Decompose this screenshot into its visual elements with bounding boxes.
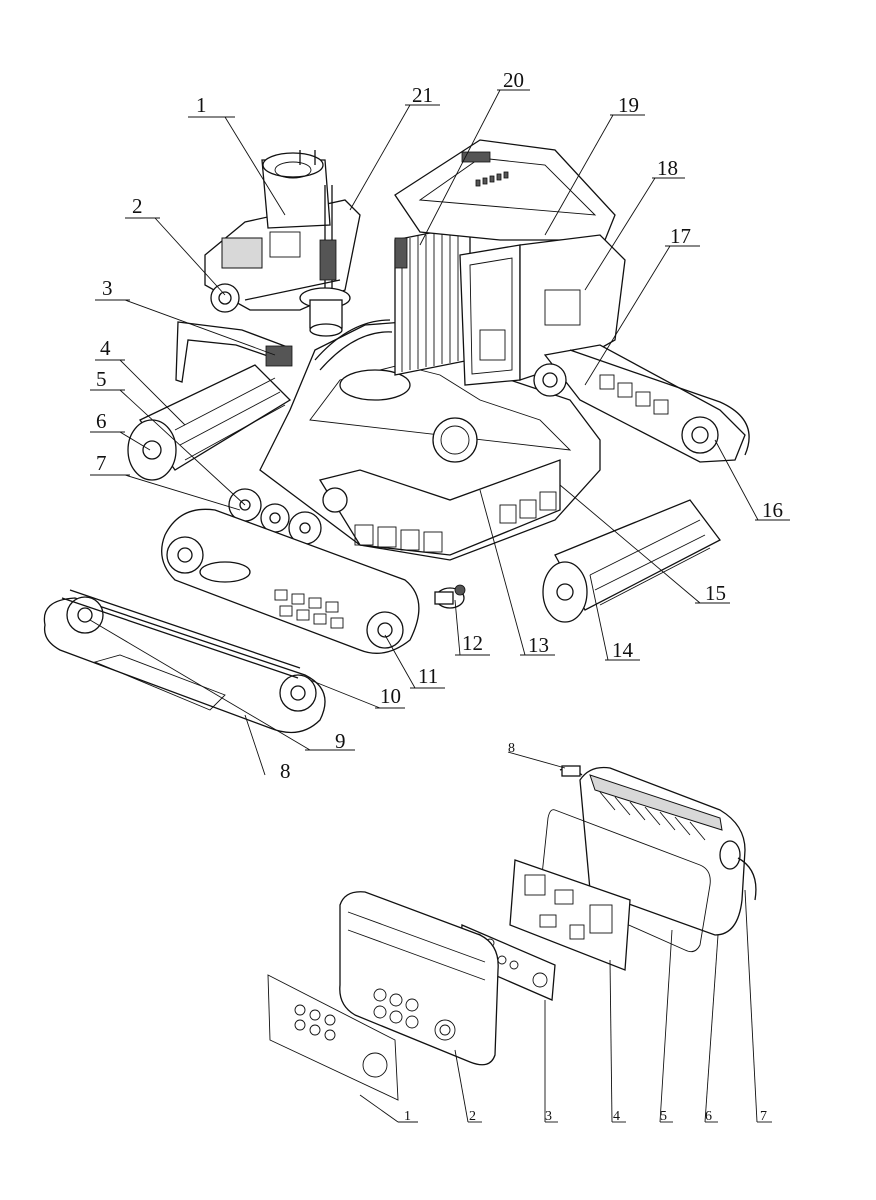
main-body (259, 319, 601, 561)
callout-19: 19 (618, 93, 639, 117)
front-cover (339, 891, 499, 1066)
drive-motor (434, 584, 466, 609)
left-track (43, 589, 326, 734)
lower-callout-7: 7 (760, 1109, 767, 1124)
callout-17: 17 (670, 224, 691, 248)
callout-20: 20 (503, 68, 524, 92)
right-track-assembly (533, 344, 750, 463)
callout-leaders-upper (89, 89, 790, 776)
brush-drive-gear (265, 345, 293, 367)
callout-16: 16 (762, 498, 783, 522)
callout-labels-lower: 1 2 3 4 5 6 7 8 (404, 741, 767, 1124)
impeller-shaft (299, 185, 351, 337)
front-brush-roller (127, 364, 292, 481)
callout-18: 18 (657, 156, 678, 180)
callout-12: 12 (462, 631, 483, 655)
callout-11: 11 (418, 664, 438, 688)
gasket (541, 809, 711, 953)
filter-basket (394, 224, 471, 376)
lower-callout-4: 4 (613, 1109, 620, 1124)
callout-9: 9 (335, 729, 346, 753)
robot-exploded-view: 1 2 3 4 5 6 7 8 9 10 11 12 13 14 15 16 1… (43, 68, 790, 783)
handle-frame (459, 234, 626, 386)
callout-21: 21 (412, 83, 433, 107)
lower-callout-8: 8 (508, 741, 515, 756)
callout-7: 7 (96, 451, 107, 475)
control-box-exploded-view: 1 2 3 4 5 6 7 8 (267, 741, 772, 1124)
callout-14: 14 (612, 638, 634, 662)
lower-callout-5: 5 (660, 1109, 667, 1124)
callout-2: 2 (132, 194, 143, 218)
callout-15: 15 (705, 581, 726, 605)
side-flap (175, 321, 291, 383)
pump-motor-assembly (204, 150, 361, 313)
lower-callout-1: 1 (404, 1109, 411, 1124)
callout-8: 8 (280, 759, 291, 783)
callout-13: 13 (528, 633, 549, 657)
rear-brush-roller (542, 499, 721, 623)
callout-leaders-lower (359, 751, 772, 1123)
overlay-label (267, 974, 399, 1101)
callout-5: 5 (96, 367, 107, 391)
lower-callout-3: 3 (545, 1109, 552, 1124)
side-panel (161, 508, 420, 654)
callout-labels-upper: 1 2 3 4 5 6 7 8 9 10 11 12 13 14 15 16 1… (96, 68, 783, 783)
callout-4: 4 (100, 336, 111, 360)
housing (559, 765, 757, 936)
circuit-board (509, 859, 631, 971)
lower-callout-2: 2 (469, 1109, 476, 1124)
lower-callout-6: 6 (705, 1109, 712, 1124)
callout-3: 3 (102, 276, 113, 300)
top-lid (394, 139, 616, 241)
callout-1: 1 (196, 93, 207, 117)
callout-6: 6 (96, 409, 107, 433)
callout-10: 10 (380, 684, 401, 708)
